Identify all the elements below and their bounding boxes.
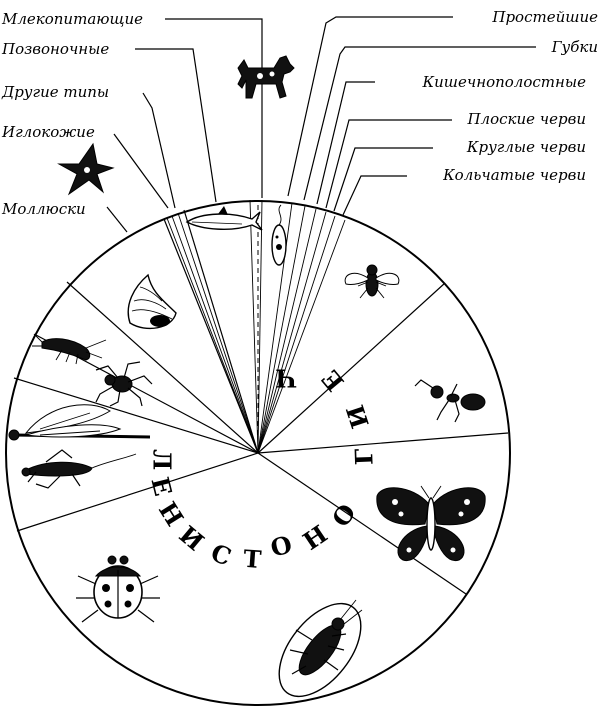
label-sponges: Губки xyxy=(551,38,598,56)
dragonfly-icon xyxy=(8,404,151,441)
label-protozoa: Простейшие xyxy=(491,8,598,26)
arc-letter: Ч xyxy=(275,363,297,392)
ladybug-icon xyxy=(76,555,160,623)
starfish-icon xyxy=(57,142,115,196)
shrimp-icon xyxy=(32,333,107,365)
arc-letter: Л xyxy=(148,449,177,470)
snail-shell-icon xyxy=(127,273,177,330)
label-vertebrates: Позвоночные xyxy=(1,40,109,58)
fly-icon xyxy=(344,264,400,299)
protozoan-icon xyxy=(271,204,287,266)
phyla-fan-lines xyxy=(166,199,346,454)
beetle-icon xyxy=(278,599,363,698)
label-mollusks: Моллюски xyxy=(1,200,86,218)
arc-letter: Г xyxy=(349,448,379,466)
butterfly-icon xyxy=(376,485,486,562)
grasshopper-icon xyxy=(21,449,137,489)
shark-icon xyxy=(185,206,263,231)
label-echinoderms: Иглокожие xyxy=(1,123,95,141)
arc-letter: Т xyxy=(243,544,263,574)
label-flatworms: Плоские черви xyxy=(466,110,586,128)
sector-dividers xyxy=(13,209,509,595)
label-other-phyla: Другие типы xyxy=(1,83,109,101)
spider-icon xyxy=(95,361,153,407)
label-annelids: Кольчатые черви xyxy=(442,166,586,184)
dog-icon xyxy=(237,55,295,99)
label-mammals: Млекопитающие xyxy=(1,10,143,28)
label-coelenterates: Кишечнополостные xyxy=(422,73,587,91)
right-pointer-lines xyxy=(287,16,536,216)
label-roundworms: Круглые черви xyxy=(466,138,586,156)
ant-icon xyxy=(414,379,486,423)
left-pointer-lines xyxy=(106,18,263,233)
